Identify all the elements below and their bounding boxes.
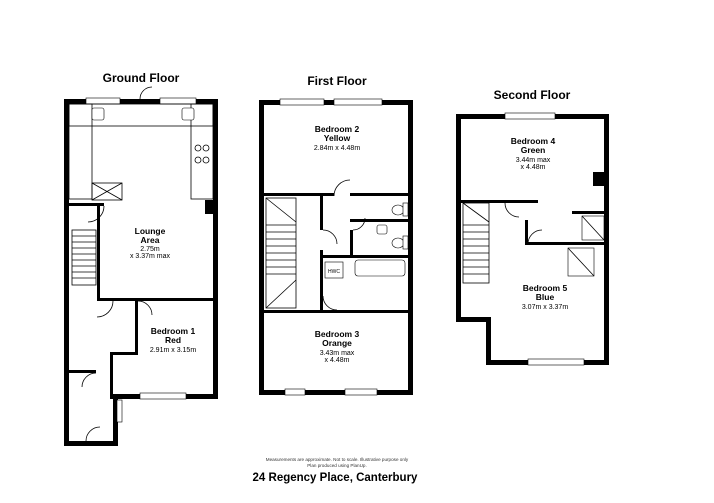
second-floor-plan [456,112,609,366]
bedroom-3-dimensions-2: x 4.48m [325,357,350,364]
second-floor-title: Second Floor [494,88,571,102]
lounge-dimensions-2: x 3.37m max [130,253,171,260]
bedroom-2-color: Yellow [324,133,351,143]
bedroom-1-label: Bedroom 1 [151,326,196,336]
bedroom-2-dimensions: 2.84m x 4.48m [314,145,360,152]
ground-floor-title: Ground Floor [103,71,180,85]
bedroom-2-label: Bedroom 2 [315,124,360,134]
property-address: 24 Regency Place, Canterbury [253,472,419,484]
bedroom-1-color: Red [165,335,181,345]
lounge-dimensions: 2.75m [140,246,160,253]
disclaimer-line-2: Plan produced using PlanUp. [307,463,367,468]
bedroom-4-color: Green [521,145,546,155]
lounge-label: Lounge [135,226,166,236]
bedroom-5-label: Bedroom 5 [523,283,568,293]
bedroom-4-label: Bedroom 4 [511,136,556,146]
first-floor-plan: HWC [259,98,413,396]
bedroom-3-label: Bedroom 3 [315,329,360,339]
bedroom-4-dimensions: 3.44m max [516,157,551,164]
bedroom-1-dimensions: 2.91m x 3.15m [150,347,196,354]
bedroom-3-dimensions: 3.43m max [320,350,355,357]
bedroom-5-color: Blue [536,292,555,302]
bedroom-5-dimensions: 3.07m x 3.37m [522,304,568,311]
lounge-label-2: Area [141,235,160,245]
ground-floor-plan [64,86,218,446]
bedroom-4-dimensions-2: x 4.48m [521,164,546,171]
first-floor-title: First Floor [307,74,367,88]
hwc-label: HWC [328,269,340,275]
disclaimer-line-1: Measurements are approximate. Not to sca… [266,457,409,462]
bedroom-3-color: Orange [322,338,352,348]
